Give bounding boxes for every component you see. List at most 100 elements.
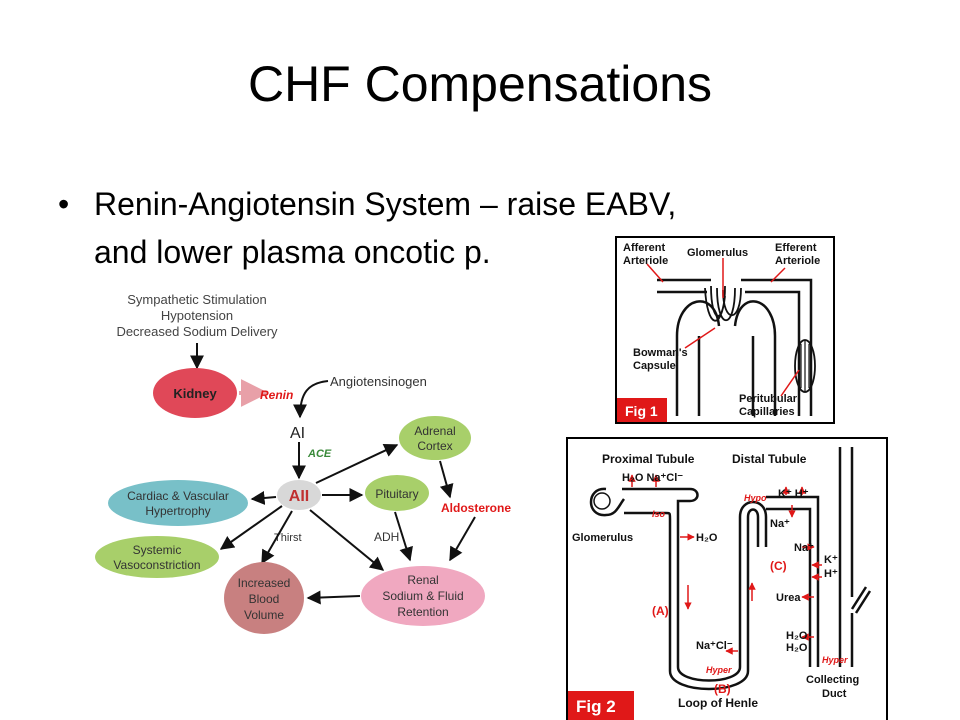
fig2-label: Fig 2 — [576, 697, 616, 716]
fig2-kh-top: K⁺ H⁺ — [778, 488, 809, 500]
fig1-efferent-2: Arteriole — [775, 255, 820, 267]
kidney-label: Kidney — [173, 386, 217, 401]
fig2-h2o-nacl: H₂O Na⁺Cl⁻ — [622, 472, 683, 484]
fig1-bowmans-2: Capsule — [633, 360, 676, 372]
fig1-tubule-left — [675, 336, 701, 416]
fig2-hyper-2: Hyper — [822, 655, 848, 665]
fig2-proximal-tubule — [622, 487, 699, 555]
fig2-collecting-2: Duct — [822, 688, 847, 700]
pituitary-node — [365, 475, 429, 511]
fig1-frame — [615, 236, 835, 424]
fig2-h2o-mid: H₂O — [696, 532, 718, 544]
fig2-na-2: Na⁺ — [794, 542, 814, 554]
fig1-afferent-vessel — [657, 278, 711, 294]
fig2-a-label: (A) — [652, 604, 669, 618]
bullet-marker: • — [58, 186, 70, 222]
arrow-renal-blood-volume — [306, 590, 361, 605]
fig2-nacl-low: Na⁺Cl⁻ — [696, 640, 733, 652]
aldosterone-label: Aldosterone — [441, 501, 511, 515]
cardiac-label-1: Cardiac & Vascular — [127, 489, 229, 503]
fig2-iso-label: Iso — [652, 509, 666, 519]
fig2-loop-label: Loop of Henle — [678, 696, 758, 710]
ai-label: AI — [290, 425, 305, 442]
renal-retention-node — [361, 566, 485, 626]
blood-volume-label-3: Volume — [244, 608, 284, 622]
fig2-hyper-1: Hyper — [706, 665, 732, 675]
fig1-capillary-lines — [800, 341, 810, 391]
aii-label: AII — [289, 488, 309, 505]
fig1-glomerulus-label: Glomerulus — [687, 247, 748, 259]
arrow-pituitary-renal — [394, 511, 413, 562]
fig1-pointer-efferent — [770, 267, 786, 283]
fig1-afferent-2: Arteriole — [623, 255, 668, 267]
fig2-urea-label: Urea — [776, 592, 801, 604]
fig2-hypo-label: Hypo — [744, 493, 767, 503]
fig2-nephron-diagram: Proximal Tubule Distal Tubule H₂O Na⁺Cl⁻… — [566, 437, 888, 720]
fig1-pointer-bowmans — [684, 327, 716, 349]
adrenal-cortex-node — [399, 416, 471, 460]
fig2-na-1: Na⁺ — [770, 518, 790, 530]
fig2-k: K⁺ — [824, 554, 838, 566]
fig2-c-label: (C) — [770, 559, 787, 573]
blood-volume-label-2: Blood — [249, 592, 280, 606]
arrow-aii-systemic — [219, 505, 283, 550]
fig2-collecting-duct — [838, 447, 872, 667]
renal-label-2: Sodium & Fluid — [382, 589, 463, 603]
fig1-label-box — [617, 398, 667, 422]
stimulus-line-2: Hypotension — [161, 308, 233, 323]
aii-node — [277, 480, 321, 510]
stimulus-line-1: Sympathetic Stimulation — [127, 292, 266, 307]
fig1-tubule-right — [751, 336, 777, 416]
fig2-loop-of-henle — [668, 517, 750, 691]
arrow-angiotensinogen-ai — [293, 380, 329, 419]
blood-volume-label-1: Increased — [238, 576, 291, 590]
renal-label-3: Retention — [397, 605, 448, 619]
fig2-distal-tubule — [738, 500, 768, 547]
fig2-proximal-label: Proximal Tubule — [602, 452, 695, 466]
bullet-text: Renin-Angiotensin System – raise EABV, a… — [94, 180, 894, 276]
fig2-distal-label: Distal Tubule — [732, 452, 807, 466]
slide-title: CHF Compensations — [247, 56, 713, 112]
renal-label-1: Renal — [407, 573, 438, 587]
ace-label: ACE — [307, 448, 332, 460]
bullet-line-1: Renin-Angiotensin System – raise EABV, — [94, 186, 677, 222]
angiotensinogen-label: Angiotensinogen — [330, 374, 427, 389]
fig2-b-label: (B) — [714, 682, 731, 696]
fig1-bowmans-1: Bowman's — [633, 347, 688, 359]
arrow-aii-blood-volume — [261, 510, 293, 565]
arrow-adrenal-aldosterone — [439, 460, 454, 499]
fig2-glomerulus-core — [593, 492, 611, 510]
ras-flowchart: Sympathetic Stimulation Hypotension Decr… — [95, 292, 511, 634]
adh-label: ADH — [374, 530, 399, 544]
kidney-node — [153, 368, 237, 418]
fig1-pointer-peritubular — [780, 369, 800, 397]
adrenal-label-2: Cortex — [417, 439, 452, 453]
fig2-h2o-low-1: H₂O — [786, 630, 808, 642]
blood-volume-node — [224, 562, 304, 634]
fig1-pointer-afferent — [646, 263, 664, 283]
fig1-afferent-1: Afferent — [623, 242, 666, 254]
fig2-glomerulus-label: Glomerulus — [572, 532, 633, 544]
fig1-efferent-vessel — [741, 278, 813, 416]
renin-label: Renin — [260, 388, 293, 402]
fig1-glomerulus-diagram: Afferent Arteriole Glomerulus Efferent A… — [615, 236, 835, 424]
fig1-peritubular-1: Peritubular — [739, 393, 798, 405]
fig1-label: Fig 1 — [625, 403, 658, 419]
fig2-transport-arrows — [628, 474, 822, 655]
systemic-label-2: Vasoconstriction — [113, 558, 200, 572]
fig1-efferent-1: Efferent — [775, 242, 817, 254]
fig2-collecting-1: Collecting — [806, 674, 859, 686]
fig2-glomerulus-bulb — [589, 487, 626, 517]
bullet-line-2: and lower plasma oncotic p. — [94, 234, 491, 270]
arrow-aldosterone-renal — [449, 516, 476, 562]
fig1-peritubular-capillaries — [794, 339, 816, 393]
arrow-aii-cardiac — [250, 490, 277, 505]
fig2-distal-loop — [766, 495, 820, 667]
arrow-aii-renal — [309, 509, 385, 571]
thirst-label: Thirst — [274, 532, 302, 544]
fig2-frame — [566, 437, 888, 720]
fig1-peritubular-2: Capillaries — [739, 406, 795, 418]
adrenal-label-1: Adrenal — [414, 424, 455, 438]
pituitary-label: Pituitary — [375, 487, 418, 501]
systemic-label-1: Systemic — [133, 543, 182, 557]
